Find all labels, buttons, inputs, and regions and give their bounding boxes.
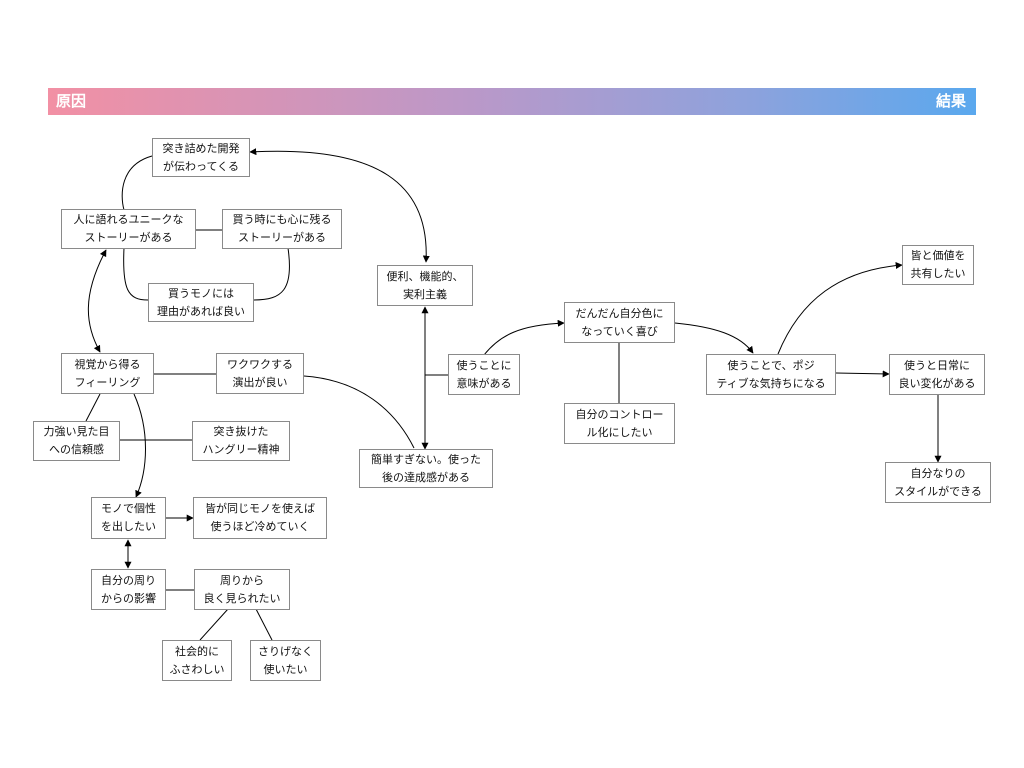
edge-dandan-positive [674,322,754,354]
node-dandan: だんだん自分色に なっていく喜び [564,302,675,343]
node-kachi: 皆と価値を 共有したい [902,245,974,285]
edge-tsukaukoto-dandan [483,319,565,356]
node-shakaiteki: 社会的に ふさわしい [162,640,232,681]
edge-wakuwaku-kantan [303,375,415,449]
node-minna-onaji: 皆が同じモノを使えば 使うほど冷めていく [193,497,327,539]
node-tsukitsumeta: 突き詰めた開発 が伝わってくる [152,138,250,177]
node-wakuwaku: ワクワクする 演出が良い [216,353,304,394]
node-mawarikara: 周りから 良く見られたい [194,569,290,610]
node-nichijou: 使うと日常に 良い変化がある [889,354,985,395]
node-kosei: モノで個性 を出したい [91,497,166,539]
edge-shikaku-kosei [133,393,146,498]
edge-tsukitsumeta-benri [249,148,430,263]
node-sarigenaku: さりげなく 使いたい [250,640,321,681]
node-mawari: 自分の周り からの影響 [91,569,166,610]
node-chikaraduyoi: 力強い見た目 への信頼感 [33,421,120,461]
node-control: 自分のコントロー ル化にしたい [564,403,675,444]
edge-positive-nichijou [835,370,890,378]
edge-unique-shikaku [87,249,107,353]
node-positive: 使うことで、ポジ ティブな気持ちになる [706,354,836,395]
cause-effect-banner: 原因 結果 [48,88,976,115]
node-style: 自分なりの スタイルができる [885,462,991,503]
edge-mawarikara-shakai [199,608,229,641]
edge-positive-kachi [777,262,903,355]
edge-shikaku-chikara [85,393,101,422]
node-benri: 便利、機能的、 実利主義 [377,265,473,306]
node-tsukaukoto: 使うことに 意味がある [448,354,520,395]
edge-mawarikara-sarigenaku [255,608,273,641]
effect-label: 結果 [935,92,966,110]
edge-unique-riyuu [123,247,149,301]
node-kau-story: 買う時にも心に残る ストーリーがある [222,209,342,249]
node-kantan: 簡単すぎない。使った 後の達成感がある [359,449,493,488]
node-unique-story: 人に語れるユニークな ストーリーがある [61,209,196,249]
edge-kau-story-riyuu [253,247,290,301]
cause-label: 原因 [56,92,87,110]
node-tsukinuketa: 突き抜けた ハングリー精神 [192,421,290,461]
node-shikaku: 視覚から得る フィーリング [61,353,154,394]
node-kau-riyuu: 買うモノには 理由があれば良い [148,283,254,322]
edge-tsukitsumeta-unique [121,155,153,211]
